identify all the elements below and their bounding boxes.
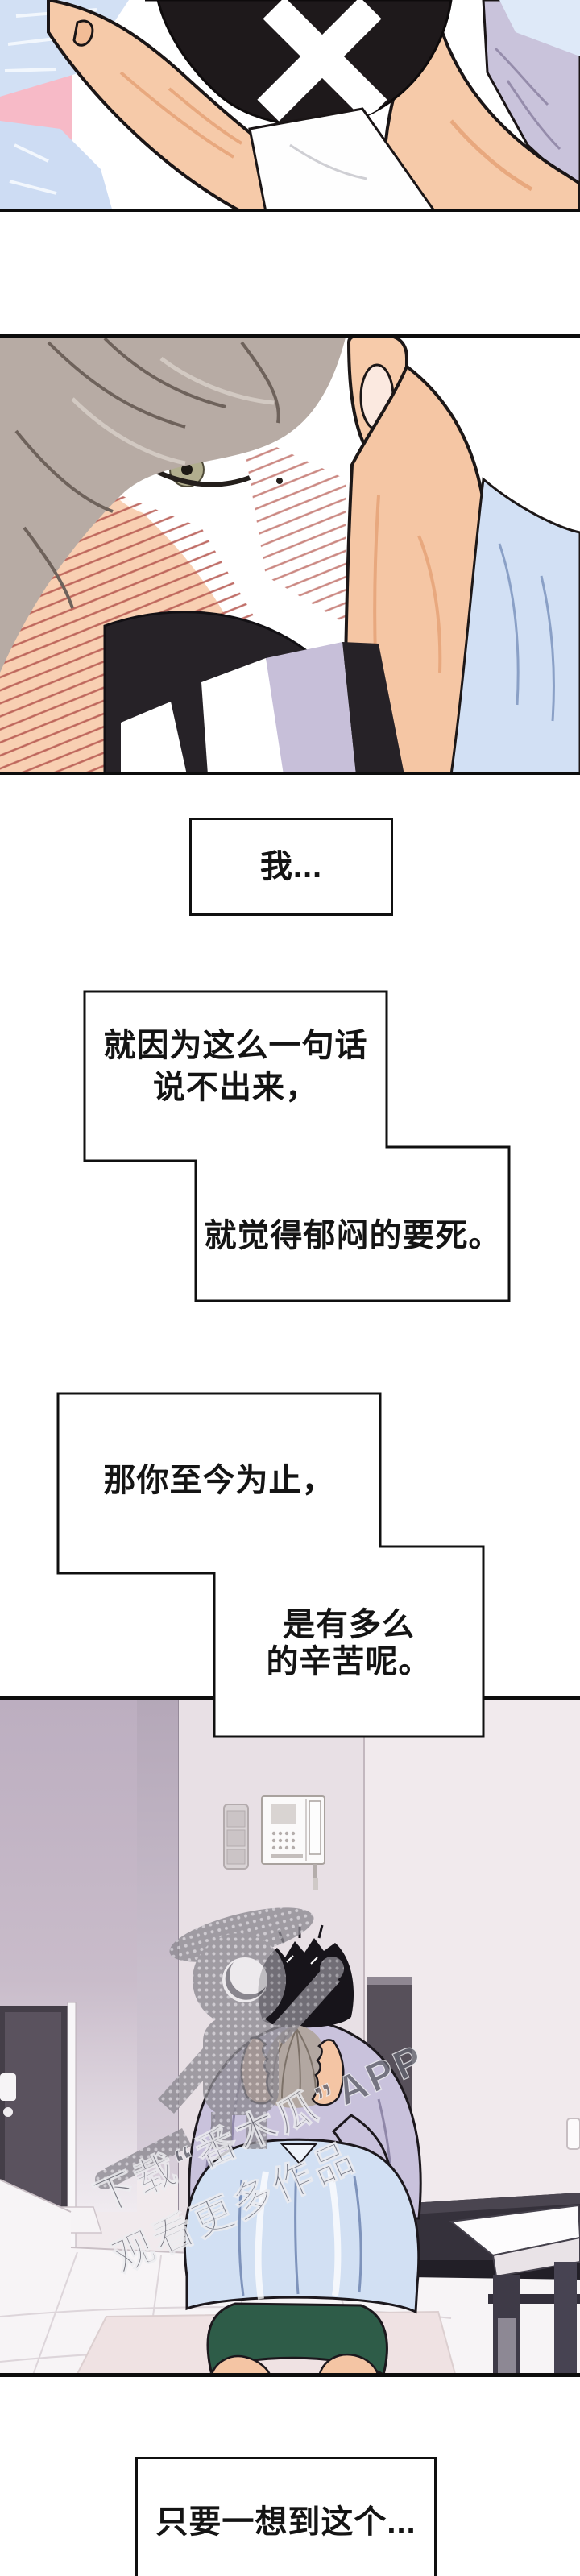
- dialogue-text-b: 只要一想到这个...: [155, 2504, 416, 2540]
- dialogue-group1-line2: 说不出来，: [153, 1070, 318, 1105]
- speech-stepbox-2: [56, 1392, 485, 1738]
- dialogue-group1-part1: 就因为这么一句话 说不出来，: [85, 1025, 387, 1108]
- speech-stepbox-1: [83, 990, 511, 1302]
- dialogue-group2-line2: 的辛苦呢。: [266, 1644, 432, 1679]
- panel-face-closeup-art: [0, 334, 580, 775]
- white-table: [449, 2204, 580, 2377]
- dialogue-group2-part2: 是有多么 的辛苦呢。: [214, 1606, 483, 1680]
- wall-intercom: [261, 1795, 325, 1890]
- panel-cap-closeup-art: [0, 0, 580, 212]
- light-switch: [223, 1804, 249, 1870]
- cap-x-logo: [257, 0, 387, 122]
- dialogue-text-a: 我...: [259, 849, 323, 884]
- panel-room-scene-art: 下载“番木瓜”APP 观看更多作品: [0, 1696, 580, 2377]
- right-wall-switch: [566, 2118, 580, 2150]
- panel-cap-closeup: [0, 0, 580, 212]
- speech-box-a: 我...: [189, 818, 393, 916]
- dialogue-group1-line1: 就因为这么一句话: [103, 1028, 368, 1063]
- dialogue-group1-part2: 就觉得郁闷的要死。: [204, 1218, 502, 1253]
- panel-face-closeup: [0, 334, 580, 775]
- dialogue-group2-part1: 那你至今为止，: [103, 1463, 335, 1498]
- speech-box-b: 只要一想到这个...: [135, 2457, 437, 2576]
- dialogue-group2-line1: 是有多么: [283, 1607, 415, 1642]
- watermark-mascot: [95, 1907, 344, 2189]
- panel-room-scene: 下载“番木瓜”APP 观看更多作品: [0, 1696, 580, 2377]
